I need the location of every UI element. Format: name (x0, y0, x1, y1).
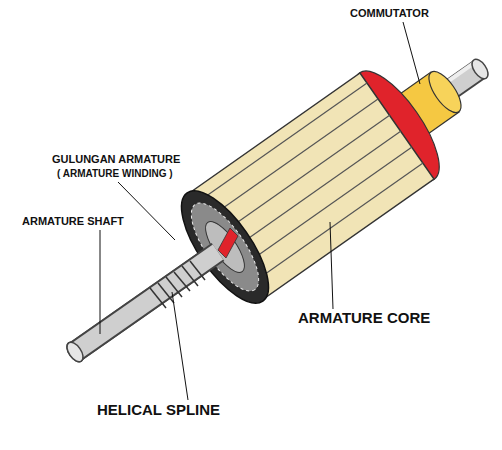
armature-shaft (75, 69, 480, 352)
shaft-end (469, 57, 491, 82)
helical-spline (150, 261, 205, 308)
shaft-outline (75, 252, 218, 352)
part-label: GULUNGAN ARMATURE (52, 153, 180, 165)
winding-red-piece (218, 228, 238, 258)
part-label: ( ARMATURE WINDING ) (57, 168, 173, 179)
commutator-end (423, 67, 467, 118)
armature-shaft (75, 252, 218, 352)
core-slots (195, 83, 423, 284)
part-label: COMMUTATOR (350, 7, 429, 19)
shaft-outline (75, 69, 480, 352)
armature-winding (166, 178, 284, 316)
winding-coils (180, 194, 271, 301)
part-label: HELICAL SPLINE (97, 402, 220, 419)
part-label: ARMATURE SHAFT (22, 215, 124, 227)
leader-lines (100, 22, 420, 400)
shaft-end (64, 340, 86, 365)
part-label: ARMATURE CORE (298, 310, 430, 327)
